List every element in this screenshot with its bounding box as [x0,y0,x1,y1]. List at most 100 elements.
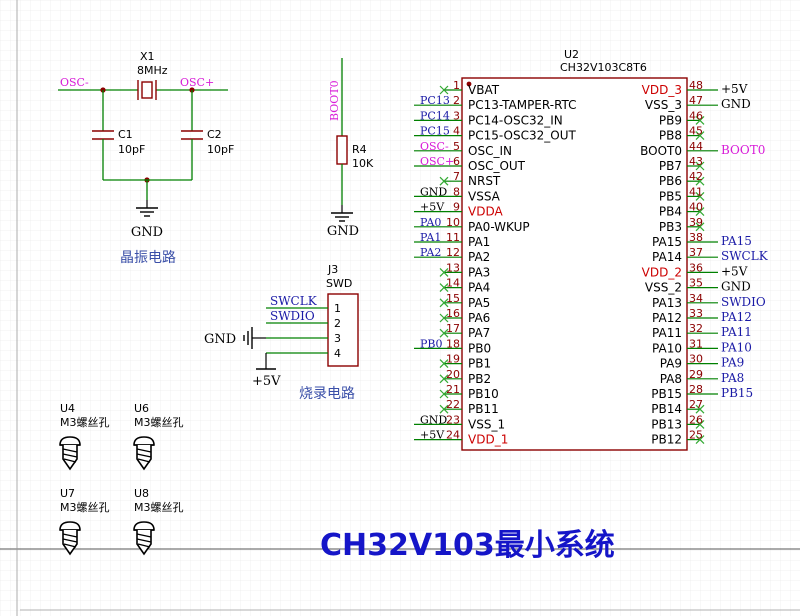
crystal-body [141,81,153,99]
mcu-pin-name: PA11 [652,326,682,340]
mcu-pin-name: PC13-TAMPER-RTC [468,98,577,112]
mcu-pin-name: VSS_2 [645,281,682,295]
mcu-pin-number: 20 [446,368,460,381]
mcu-pin-name: PB11 [468,402,499,416]
mcu-pin-name: PB4 [659,205,682,219]
no-connect-icon [695,207,705,217]
mcu-pin-name: PA1 [468,235,490,249]
c1-ref: C1 [118,128,133,141]
mcu-net-label: PA8 [721,371,744,385]
mcu-pin-name: VSS_1 [468,417,505,431]
no-connect-icon [439,359,449,369]
mcu-pin-name: PC15-OSC32_OUT [468,129,576,143]
c2-ref: C2 [207,128,222,141]
mcu-pin-name: PA9 [660,357,682,371]
mcu-pin-number: 25 [689,429,703,442]
no-connect-icon [439,313,449,323]
mcu-net-label: PB15 [721,386,753,400]
no-connect-icon [695,222,705,232]
mcu-pin-number: 48 [689,79,703,92]
mcu-pin-name: PA2 [468,250,490,264]
j3-value: SWD [326,277,352,290]
mcu-net-label: PA12 [721,310,752,324]
no-connect-icon [695,435,705,445]
j3-pin-number: 4 [334,347,341,360]
hole-label: M3螺丝孔 [134,501,184,514]
no-connect-icon [439,328,449,338]
mcu-net-label: PA1 [420,231,441,244]
no-connect-icon [439,85,449,95]
mcu-pin-number: 22 [446,398,460,411]
mcu-pin-name: PB14 [651,402,682,416]
mcu-pin-number: 37 [689,246,703,259]
mcu-net-label: GND [420,413,447,426]
no-connect-icon [439,176,449,186]
mcu-pin-number: 30 [689,353,703,366]
mcu-pin-name: PB9 [659,113,682,127]
mcu-pin-name: BOOT0 [640,144,682,158]
mcu-net-label: PA0 [420,216,441,229]
osc-minus-net-label: OSC- [60,76,89,89]
mcu-pin-number: 27 [689,398,703,411]
mcu-pin-name: PB0 [468,341,491,355]
no-connect-icon [439,283,449,293]
mcu-pin-name: PB8 [659,129,682,143]
mcu-pin-number: 15 [446,292,460,305]
mcu-net-label: OSC+ [420,155,454,168]
hole-ref: U4 [60,402,75,415]
crystal-ref: X1 [140,50,155,63]
mcu-pin-number: 43 [689,155,703,168]
crystal-gnd-label: GND [131,225,163,240]
mcu-pin-number: 35 [689,277,703,290]
mcu-pin-number: 9 [453,201,460,214]
mcu-pin-number: 32 [689,322,703,335]
hole-ref: U8 [134,487,149,500]
mcu-pin-number: 19 [446,353,460,366]
mcu-pin-name: PB13 [651,417,682,431]
c1-value: 10pF [118,143,145,156]
mcu-net-label: SWDIO [721,295,766,309]
mcu-pin-number: 33 [689,307,703,320]
mcu-pin-number: 14 [446,277,460,290]
mcu-pin-name: PB7 [659,159,682,173]
mcu-pin-name: VDDA [468,205,503,219]
boot-gnd-label: GND [327,224,359,239]
mcu-pin-number: 40 [689,201,703,214]
no-connect-icon [439,389,449,399]
mcu-pin-name: PA12 [652,311,682,325]
hole-ref: U7 [60,487,75,500]
mcu-net-label: PC13 [420,94,450,107]
mcu-pin-name: VDD_3 [642,83,682,97]
mcu-pin-name: OSC_OUT [468,159,526,173]
crystal-circuit: OSC- OSC+ X1 8MHz C1 10pF C2 10pF GND 晶振… [58,50,234,266]
swd-caption: 烧录电路 [299,386,355,402]
mcu-pin-number: 12 [446,246,460,259]
mcu-net-label: PA2 [420,246,441,259]
no-connect-icon [695,404,705,414]
mcu-pin-number: 3 [453,109,460,122]
mcu-body [461,77,688,451]
mcu-pin-number: 23 [446,413,460,426]
mcu-pin-number: 28 [689,383,703,396]
mcu-pin-number: 1 [453,79,460,92]
mcu-pin-number: 13 [446,261,460,274]
no-connect-icon [695,419,705,429]
mcu-pin-name: PA4 [468,281,490,295]
mcu-pin-number: 38 [689,231,703,244]
swd-net-label: SWDIO [270,309,315,323]
mcu-pin-name: PA10 [652,341,682,355]
swd-net-label: SWCLK [270,294,318,308]
mcu-pin-number: 39 [689,216,703,229]
swd-vcc-label: +5V [252,374,281,389]
crystal-value: 8MHz [137,64,168,77]
mcu-pin-number: 21 [446,383,460,396]
no-connect-icon [695,161,705,171]
no-connect-icon [439,267,449,277]
mcu-pin-name: PB12 [651,433,682,447]
